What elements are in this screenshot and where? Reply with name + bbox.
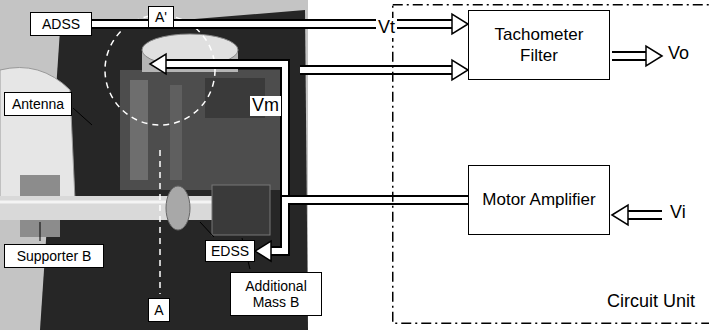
label-text: A xyxy=(154,302,163,318)
input-arrow xyxy=(612,205,662,225)
leader-line xyxy=(200,222,214,237)
leader-line xyxy=(40,222,41,241)
output-arrow xyxy=(612,46,662,66)
circuit-unit-frame: Circuit Unit Tachometer FilterMotor Ampli… xyxy=(392,4,709,324)
group-title: Circuit Unit xyxy=(607,291,695,312)
signal-name: Vm xyxy=(250,96,281,116)
machine-bar xyxy=(130,80,148,180)
wire-fill xyxy=(164,64,285,200)
signal-arrow xyxy=(255,200,468,261)
label-text: Antenna xyxy=(12,96,64,112)
wire-head xyxy=(150,54,166,74)
circuit-block: Tachometer Filter xyxy=(468,10,610,80)
block-text: Motor Amplifier xyxy=(482,189,595,210)
wire-outline xyxy=(626,210,662,220)
frame-outline xyxy=(393,5,709,324)
additional-mass xyxy=(212,185,270,235)
wire-outline xyxy=(164,64,285,200)
section-circle xyxy=(105,15,215,125)
wire-outline xyxy=(612,51,648,61)
wire-outline xyxy=(300,65,454,75)
arrow-fill xyxy=(269,200,468,251)
arrow-outline xyxy=(269,200,468,251)
part-label: ADSS xyxy=(30,12,92,36)
machine-bar xyxy=(170,85,182,180)
wire-fill xyxy=(626,212,662,218)
part-label: Additional Mass B xyxy=(230,272,322,316)
part-label: A xyxy=(148,298,170,322)
part-label: Supporter B xyxy=(4,244,104,268)
label-text: ADSS xyxy=(42,16,80,32)
part-label: A' xyxy=(148,6,174,28)
signal-name: Vi xyxy=(668,203,688,223)
label-text: Supporter B xyxy=(17,248,92,264)
part-label: Antenna xyxy=(4,92,72,116)
block-text: Tachometer Filter xyxy=(475,24,603,67)
wire-head xyxy=(646,46,662,66)
signal-wire xyxy=(300,60,468,80)
label-text: Additional Mass B xyxy=(235,278,317,310)
signal-wire xyxy=(150,54,285,200)
wire-head xyxy=(612,205,628,225)
circuit-block: Motor Amplifier xyxy=(468,165,610,235)
part-label: EDSS xyxy=(205,240,255,262)
arrow-head xyxy=(452,14,468,34)
arrow-fill xyxy=(92,21,454,27)
wire-head xyxy=(452,60,468,80)
label-text: EDSS xyxy=(211,243,249,259)
section-line xyxy=(159,150,161,294)
leader-line xyxy=(73,108,92,125)
signal-name: Vt xyxy=(376,18,397,38)
wire-fill xyxy=(300,67,454,73)
wire-fill xyxy=(612,53,648,59)
arrow-outline xyxy=(92,19,454,29)
shaft-collar xyxy=(166,186,190,230)
signal-name: Vo xyxy=(666,44,691,64)
arrow-head xyxy=(255,241,271,261)
machine-body xyxy=(120,70,280,190)
label-text: A' xyxy=(155,9,167,25)
